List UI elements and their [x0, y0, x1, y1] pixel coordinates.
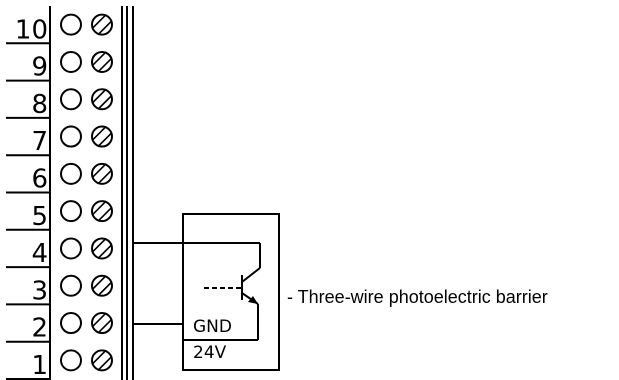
terminal-number: 7: [31, 127, 48, 157]
terminal-block: 10 9 8 7 6 5 4 3 2 1: [6, 6, 134, 380]
terminal-hole-icon: [60, 50, 82, 73]
label-24v: 24V: [193, 343, 227, 363]
terminal-screw-icon: [91, 312, 113, 335]
terminal-screw-icon: [91, 13, 113, 36]
terminal-screw-icon: [91, 88, 113, 111]
terminal-screw-icon: [91, 237, 113, 260]
terminal-row: 2: [6, 312, 113, 344]
terminal-hole-icon: [60, 312, 82, 335]
emitter-arrow-icon: [248, 296, 258, 304]
terminal-row: 7: [6, 125, 113, 157]
terminal-number: 1: [31, 351, 48, 380]
terminal-row: 9: [6, 50, 113, 83]
terminal-hole-icon: [60, 88, 82, 111]
terminal-row: 1: [6, 349, 113, 380]
terminal-hole-icon: [60, 237, 82, 260]
terminal-hole-icon: [60, 13, 82, 36]
photoelectric-barrier: GND 24V: [182, 213, 280, 371]
terminal-row: 6: [6, 162, 113, 195]
terminal-hole-icon: [60, 125, 82, 148]
barrier-caption: - Three-wire photoelectric barrier: [287, 287, 548, 307]
terminal-number: 3: [31, 276, 48, 306]
terminal-number: 10: [15, 15, 48, 45]
terminal-number: 9: [31, 53, 48, 83]
terminal-hole-icon: [60, 274, 82, 297]
transistor-collector: [241, 267, 261, 283]
label-gnd: GND: [193, 317, 232, 337]
terminal-row: 3: [6, 274, 113, 306]
transistor-icon: [183, 267, 261, 341]
terminal-number: 2: [31, 314, 48, 344]
terminal-row: 10: [6, 13, 113, 45]
terminal-hole-icon: [60, 162, 82, 185]
terminal-number: 4: [31, 239, 48, 269]
terminal-screw-icon: [91, 125, 113, 148]
terminal-screw-icon: [91, 349, 113, 372]
terminal-row: 4: [6, 237, 113, 269]
terminal-number: 8: [31, 90, 48, 120]
terminal-screw-icon: [91, 162, 113, 185]
terminal-hole-icon: [60, 200, 82, 223]
terminal-screw-icon: [91, 50, 113, 73]
terminal-screw-icon: [91, 274, 113, 297]
terminal-number: 5: [31, 202, 48, 232]
terminal-rows: 10 9 8 7 6 5 4 3 2 1: [6, 13, 113, 380]
terminal-row: 8: [6, 88, 113, 120]
terminal-hole-icon: [60, 349, 82, 372]
barrier-box: [182, 213, 280, 371]
wires: [133, 242, 261, 325]
terminal-number: 6: [31, 165, 48, 195]
terminal-screw-icon: [91, 200, 113, 223]
terminal-row: 5: [6, 200, 113, 232]
